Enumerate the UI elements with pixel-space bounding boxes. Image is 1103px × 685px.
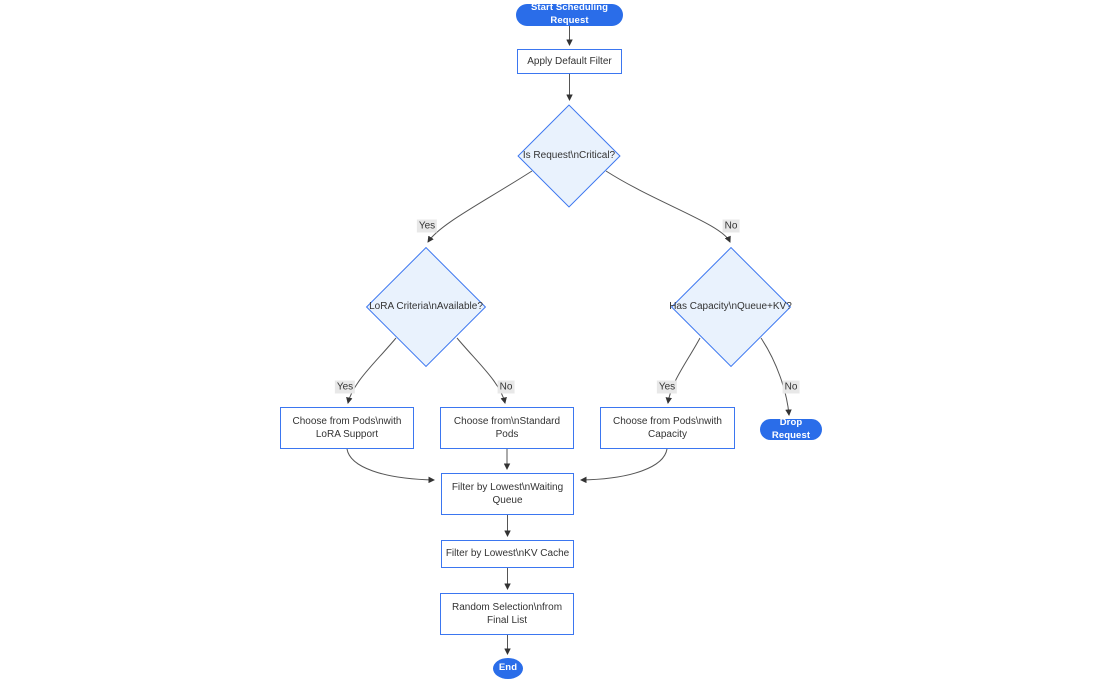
node-label: Random Selection\nfrom Final List xyxy=(451,601,563,627)
node-choose-pods-capacity: Choose from Pods\nwith Capacity xyxy=(600,407,735,449)
node-label: Choose from Pods\nwith Capacity xyxy=(613,415,722,441)
node-label: LoRA Criteria\nAvailable? xyxy=(369,301,483,313)
node-decision-lora-criteria-available: LoRA Criteria\nAvailable? xyxy=(365,246,487,368)
edge-critical-yes xyxy=(427,170,533,243)
edge-label-lora-yes: Yes xyxy=(334,380,356,394)
node-label: Filter by Lowest\nWaiting Queue xyxy=(451,481,564,507)
node-label: Filter by Lowest\nKV Cache xyxy=(445,548,570,560)
node-label: Has Capacity\nQueue+KV? xyxy=(669,301,792,313)
node-random-selection-final-list: Random Selection\nfrom Final List xyxy=(440,593,574,635)
edge-label-critical-no: No xyxy=(722,219,740,233)
edge-label-capacity-yes: Yes xyxy=(656,380,678,394)
node-filter-lowest-waiting-queue: Filter by Lowest\nWaiting Queue xyxy=(441,473,574,515)
edge-label-critical-yes: Yes xyxy=(416,219,438,233)
node-label: Drop Request xyxy=(771,416,811,441)
edge-chooselora-to-filterqueue xyxy=(346,448,435,484)
edge-label-capacity-no: No xyxy=(782,380,800,394)
node-start-scheduling-request: Start Scheduling Request xyxy=(516,2,623,26)
node-label: Choose from Pods\nwith LoRA Support xyxy=(292,415,402,441)
edge-choosecapacity-to-filterqueue xyxy=(580,448,668,484)
node-drop-request: Drop Request xyxy=(760,416,822,441)
edge-capacity-no xyxy=(760,337,792,416)
node-decision-is-request-critical: Is Request\nCritical? xyxy=(517,104,621,208)
node-apply-default-filter: Apply Default Filter xyxy=(517,49,622,74)
node-label: Choose from\nStandard Pods xyxy=(453,415,561,441)
node-decision-has-capacity: Has Capacity\nQueue+KV? xyxy=(669,246,792,368)
node-end: End xyxy=(493,658,523,679)
node-label: Apply Default Filter xyxy=(527,55,612,67)
edge-label-lora-no: No xyxy=(497,380,515,394)
node-label: Is Request\nCritical? xyxy=(522,150,616,162)
edge-capacity-yes xyxy=(665,337,701,404)
node-filter-lowest-kv-cache: Filter by Lowest\nKV Cache xyxy=(441,540,574,568)
node-label: Start Scheduling Request xyxy=(530,2,609,26)
node-choose-standard-pods: Choose from\nStandard Pods xyxy=(440,407,574,449)
node-label: End xyxy=(498,662,518,674)
edge-lora-yes xyxy=(346,337,397,404)
edge-critical-no xyxy=(605,170,731,243)
edge-lora-no xyxy=(456,337,507,404)
node-choose-pods-lora-support: Choose from Pods\nwith LoRA Support xyxy=(280,407,414,449)
